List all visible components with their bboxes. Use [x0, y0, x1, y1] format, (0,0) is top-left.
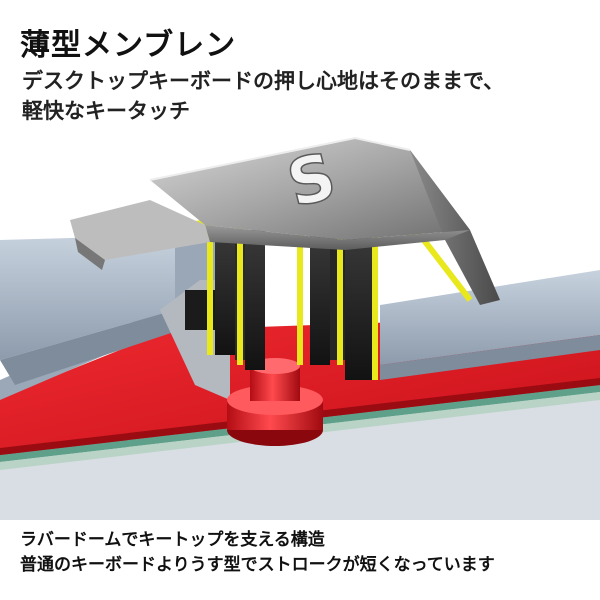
- subtitle-line-2: 軽快なキータッチ: [22, 99, 190, 123]
- feature-title: 薄型メンブレン: [20, 28, 237, 63]
- feature-caption: ラバードームでキートップを支える構造 普通のキーボードよりうす型でストロークが短…: [20, 528, 590, 578]
- feature-subtitle: デスクトップキーボードの押し心地はそのままで、 軽快なキータッチ: [22, 66, 582, 126]
- caption-line-2: 普通のキーボードよりうす型でストロークが短くなっています: [20, 555, 495, 575]
- key-stem: [215, 230, 375, 380]
- key-frame-right: [380, 270, 600, 380]
- rubber-dome: [227, 358, 323, 446]
- subtitle-line-1: デスクトップキーボードの押し心地はそのままで、: [22, 69, 505, 93]
- membrane-key-cross-section-diagram: S: [0, 136, 600, 520]
- keycap: [70, 136, 500, 305]
- caption-line-1: ラバードームでキートップを支える構造: [20, 530, 325, 550]
